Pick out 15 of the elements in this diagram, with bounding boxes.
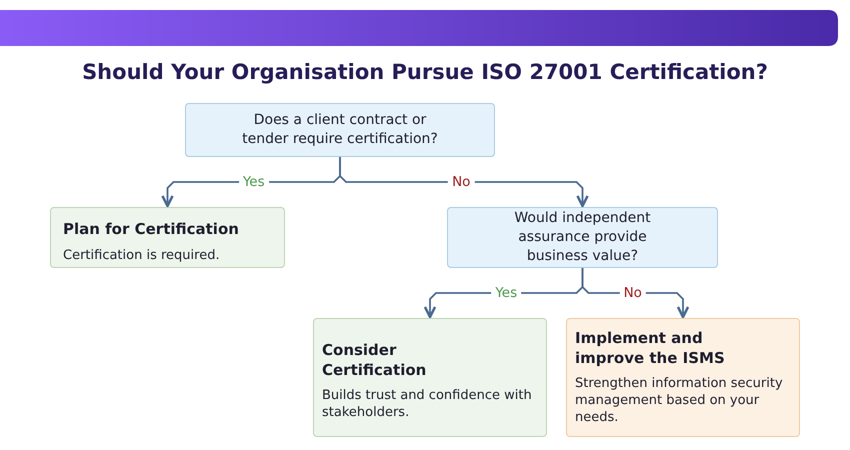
title: Should Your Organisation Pursue ISO 27001 Certification?: [81, 60, 769, 84]
decision-box: [185, 103, 495, 157]
question-text: Does a client contract or tender require certification?: [241, 111, 439, 149]
arrow: [339, 157, 589, 208]
decision-box: [447, 207, 718, 268]
result-box: [50, 207, 285, 268]
result-heading: Plan for Certification: [63, 220, 240, 240]
result-heading: Implement and improve the ISMS: [575, 329, 726, 368]
result-description: Certification is required.: [63, 248, 221, 264]
question-text: Would independent assurance provide business value?: [513, 209, 652, 266]
result-box: [566, 318, 800, 437]
result-description: Strengthen information security management based on your needs.: [575, 376, 784, 427]
result-description: Builds trust and confidence with stakeholders.: [322, 388, 533, 422]
result-heading: Consider Certification: [322, 341, 428, 380]
result-box: [313, 318, 547, 437]
